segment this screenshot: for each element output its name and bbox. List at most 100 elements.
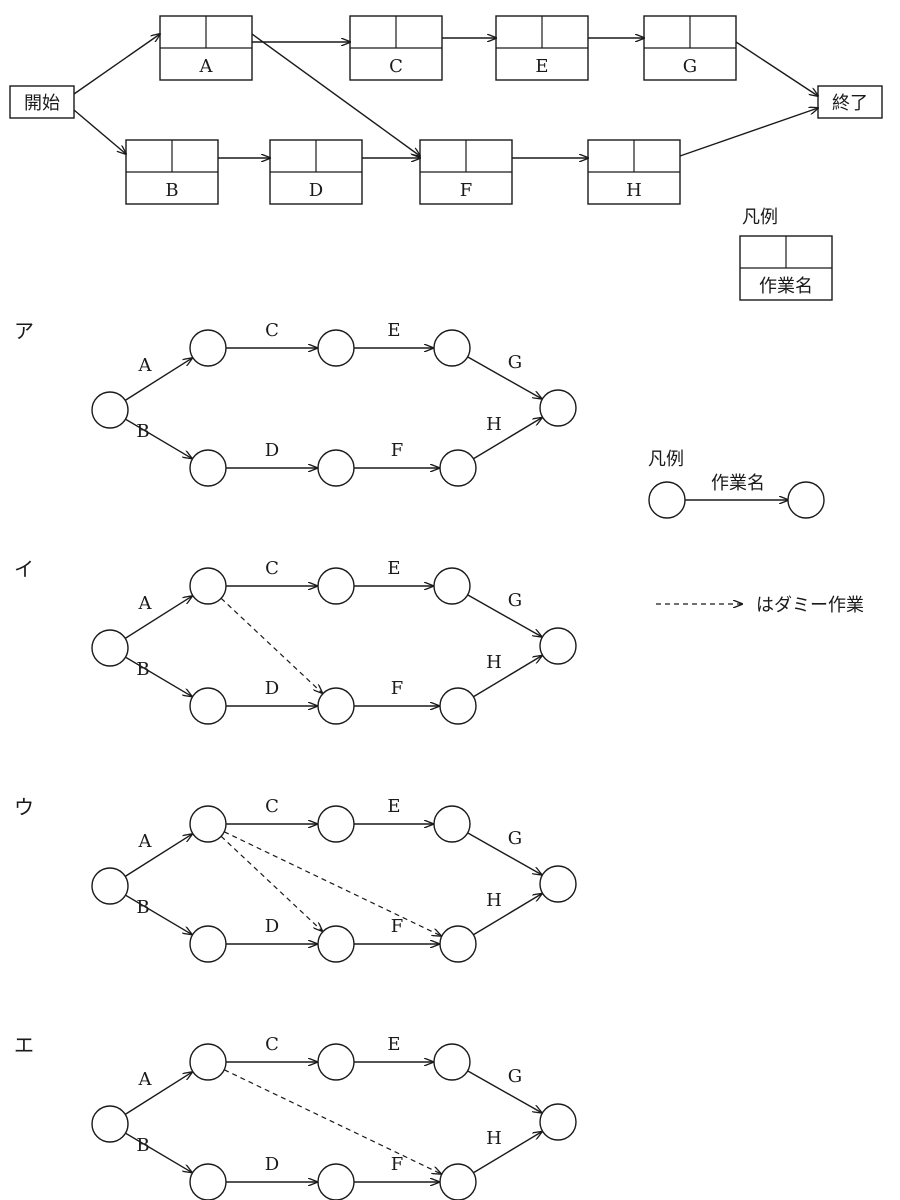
edge-label-g: G (508, 590, 522, 611)
edge-h (473, 656, 541, 698)
edge-label-b: B (136, 659, 149, 680)
start-label: 開始 (24, 93, 60, 114)
event-node (539, 865, 577, 903)
arrow-legend-start-circle (648, 481, 686, 519)
edge-label-f: F (391, 1154, 404, 1175)
edge-g (467, 594, 542, 637)
end-node: 終了 (817, 85, 883, 119)
edge-label-c: C (265, 796, 279, 817)
edge-a-f (251, 33, 420, 156)
edge-label-e: E (387, 558, 400, 579)
event-node (439, 925, 477, 963)
event-node (317, 805, 355, 843)
task-label-b: B (165, 180, 178, 201)
edge-a (124, 834, 192, 877)
edge-label-h: H (486, 1128, 502, 1149)
task-box-d: D (269, 139, 363, 205)
task-label-e: E (535, 56, 548, 77)
arrow-legend-end-circle (787, 481, 825, 519)
event-node (91, 867, 129, 905)
edge-label-a: A (138, 831, 153, 852)
arrow-legend-task-name: 作業名 (711, 473, 765, 494)
event-node (189, 329, 227, 367)
edge-label-h: H (486, 890, 502, 911)
edge-g (467, 1070, 542, 1113)
event-node (189, 1163, 227, 1200)
event-node (433, 329, 471, 367)
edge-label-e: E (387, 1034, 400, 1055)
task-box-f: F (419, 139, 513, 205)
edge-label-g: G (508, 1066, 522, 1087)
event-node (439, 1163, 477, 1200)
option-mark: イ (14, 557, 34, 581)
event-node (317, 925, 355, 963)
edge-a (124, 1072, 192, 1115)
edge-h (473, 1132, 541, 1174)
edge-label-e: E (387, 320, 400, 341)
edge-label-a: A (138, 355, 153, 376)
event-node (539, 389, 577, 427)
event-node (433, 1043, 471, 1081)
task-label-a: A (199, 56, 214, 77)
task-box-b: B (125, 139, 219, 205)
event-node (91, 629, 129, 667)
dummy-edge (223, 1069, 441, 1174)
edge-label-c: C (265, 320, 279, 341)
event-node (439, 449, 477, 487)
option-mark: エ (14, 1033, 34, 1057)
event-node (317, 329, 355, 367)
edge-label-b: B (136, 1135, 149, 1156)
event-node (189, 567, 227, 605)
event-node (317, 1043, 355, 1081)
edge-h (473, 418, 541, 460)
edge-label-g: G (508, 352, 522, 373)
event-node (539, 1103, 577, 1141)
edge-label-b: B (136, 421, 149, 442)
edge-b (125, 894, 191, 934)
event-node (189, 925, 227, 963)
task-label-g: G (683, 56, 697, 77)
task-label-d: D (309, 180, 323, 201)
task-box-h: H (587, 139, 681, 205)
precedence-legend: 凡例 作業名 (739, 207, 833, 301)
edge-label-d: D (265, 678, 279, 699)
edge-h (473, 894, 541, 936)
edge-g-end (735, 41, 818, 96)
edge-label-c: C (265, 1034, 279, 1055)
edge-label-a: A (138, 1069, 153, 1090)
edge-label-f: F (391, 678, 404, 699)
edge-label-f: F (391, 916, 404, 937)
start-node: 開始 (9, 85, 75, 119)
edge-start-b (73, 109, 126, 154)
arrow-legend-title: 凡例 (648, 449, 684, 470)
edge-label-d: D (265, 1154, 279, 1175)
edge-b (125, 656, 191, 696)
option-mark: ア (14, 319, 34, 343)
edge-a (124, 596, 192, 639)
option-4: エ A B C D E F G H (14, 1033, 577, 1200)
task-label-h: H (626, 180, 642, 201)
edge-a (124, 358, 192, 401)
edge-label-g: G (508, 828, 522, 849)
edge-label-d: D (265, 916, 279, 937)
dummy-edge (223, 831, 441, 936)
edge-label-d: D (265, 440, 279, 461)
precedence-diagram: 開始 終了 A C E (9, 15, 883, 301)
event-node (189, 687, 227, 725)
event-node (433, 805, 471, 843)
edge-label-e: E (387, 796, 400, 817)
edge-b (125, 1132, 191, 1172)
task-box-a: A (159, 15, 253, 81)
edge-label-f: F (391, 440, 404, 461)
task-label-c: C (389, 56, 403, 77)
task-box-c: C (349, 15, 443, 81)
legend-task-name: 作業名 (759, 276, 813, 297)
task-box-g: G (643, 15, 737, 81)
event-node (439, 687, 477, 725)
